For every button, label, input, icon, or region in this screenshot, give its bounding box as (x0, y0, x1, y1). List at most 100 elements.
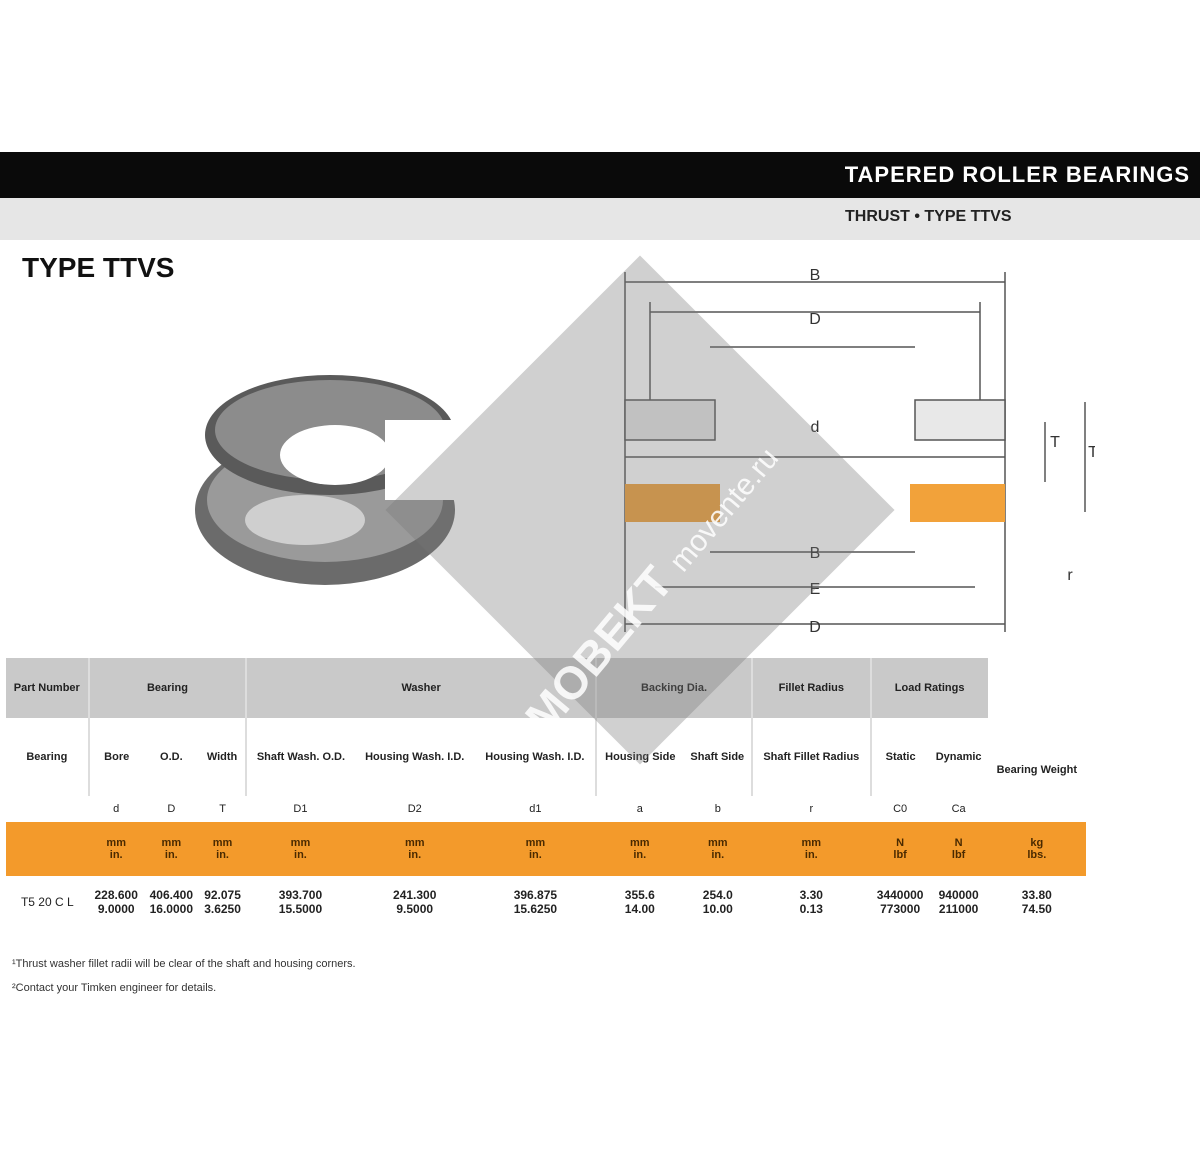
value-metric: 241.300 (393, 888, 437, 902)
bearing-cross-section-diagram: B D d T T B E D r (624, 267, 1095, 636)
column-header: Housing Wash. I.D. (365, 751, 465, 763)
group-header: Backing Dia. (595, 658, 752, 718)
unit-metric: kg (1030, 837, 1044, 849)
header-bar: TAPERED ROLLER BEARINGS (0, 152, 1200, 198)
value-imperial: 15.6250 (513, 902, 558, 916)
unit-metric: mm (525, 837, 546, 849)
unit-metric: N (896, 837, 905, 849)
value-metric: 393.700 (278, 888, 323, 902)
column-symbol: b (714, 803, 721, 815)
bearing-photo (195, 375, 475, 585)
group-header: Bearing (87, 658, 247, 718)
group-header: Load Ratings (869, 658, 988, 718)
column-header: Shaft Side (690, 751, 745, 763)
part-number: T5 20 C L (20, 895, 74, 909)
value-imperial: 773000 (880, 902, 921, 916)
unit-imperial: in. (408, 849, 422, 861)
group-header: Fillet Radius (751, 658, 871, 718)
column-header: Shaft Fillet Radius (751, 718, 871, 796)
column-header: Width (206, 751, 238, 763)
column-symbol: T (219, 803, 226, 815)
value-metric: 355.6 (624, 888, 655, 902)
column-symbol: d (113, 803, 120, 815)
unit-metric: mm (708, 837, 728, 849)
group-header (987, 658, 1086, 718)
unit-imperial: in. (528, 849, 542, 861)
column-symbol: D2 (407, 803, 422, 815)
unit-cell (6, 822, 89, 876)
unit-imperial: lbs. (1027, 849, 1047, 861)
unit-metric: mm (801, 837, 822, 849)
group-header: Part Number (6, 658, 89, 718)
unit-metric: mm (161, 837, 182, 849)
label-fillet: r (1067, 567, 1073, 584)
column-header: Dynamic (935, 751, 982, 763)
header-subtitle: THRUST • TYPE TTVS (845, 208, 1012, 225)
unit-metric: N (954, 837, 963, 849)
column-header: Bore (87, 718, 144, 796)
unit-imperial: in. (711, 849, 725, 861)
value-metric: 92.075 (204, 888, 241, 902)
column-symbol: C0 (893, 803, 908, 815)
value-imperial: 9.0000 (97, 902, 135, 916)
header-title: TAPERED ROLLER BEARINGS (844, 162, 1190, 187)
value-metric: 33.80 (1021, 888, 1052, 902)
unit-metric: mm (630, 837, 650, 849)
column-symbol (6, 796, 89, 822)
column-header: O.D. (160, 751, 183, 763)
column-header: Housing Side (595, 718, 684, 796)
value-imperial: 9.5000 (396, 902, 434, 916)
value-metric: 3.30 (799, 888, 823, 902)
value-metric: 3440000 (876, 888, 924, 902)
value-imperial: 74.50 (1021, 902, 1052, 916)
unit-imperial: in. (294, 849, 307, 861)
column-symbol: d1 (529, 803, 542, 815)
column-symbol: Ca (951, 803, 966, 815)
value-imperial: 3.6250 (204, 902, 241, 916)
value-metric: 228.600 (94, 888, 138, 902)
unit-imperial: in. (633, 849, 647, 861)
value-metric: 406.400 (149, 888, 194, 902)
section-title: TYPE TTVS (22, 252, 175, 283)
sub-header-bar: THRUST • TYPE TTVS (0, 198, 1200, 240)
unit-metric: mm (106, 837, 126, 849)
value-imperial: 15.5000 (278, 902, 323, 916)
unit-imperial: in. (216, 849, 229, 861)
label-h1: T (1050, 434, 1060, 451)
unit-imperial: lbf (893, 849, 907, 861)
column-header: Static (869, 718, 930, 796)
label-h2: T (1088, 444, 1095, 461)
unit-metric: mm (404, 837, 425, 849)
column-header: Housing Wash. I.D. (485, 751, 585, 763)
label-d-top: D (809, 311, 821, 328)
footnote: ¹Thrust washer fillet radii will be clea… (12, 958, 356, 970)
value-imperial: 16.0000 (149, 902, 194, 916)
unit-imperial: in. (804, 849, 818, 861)
footnote: ²Contact your Timken engineer for detail… (12, 982, 217, 994)
column-symbol: r (809, 803, 814, 815)
label-b1: B (810, 545, 821, 562)
unit-imperial: in. (164, 849, 178, 861)
unit-metric: mm (212, 837, 233, 849)
value-metric: 396.875 (513, 888, 558, 902)
column-header: Bearing (26, 751, 68, 763)
label-b3: D (809, 619, 821, 636)
